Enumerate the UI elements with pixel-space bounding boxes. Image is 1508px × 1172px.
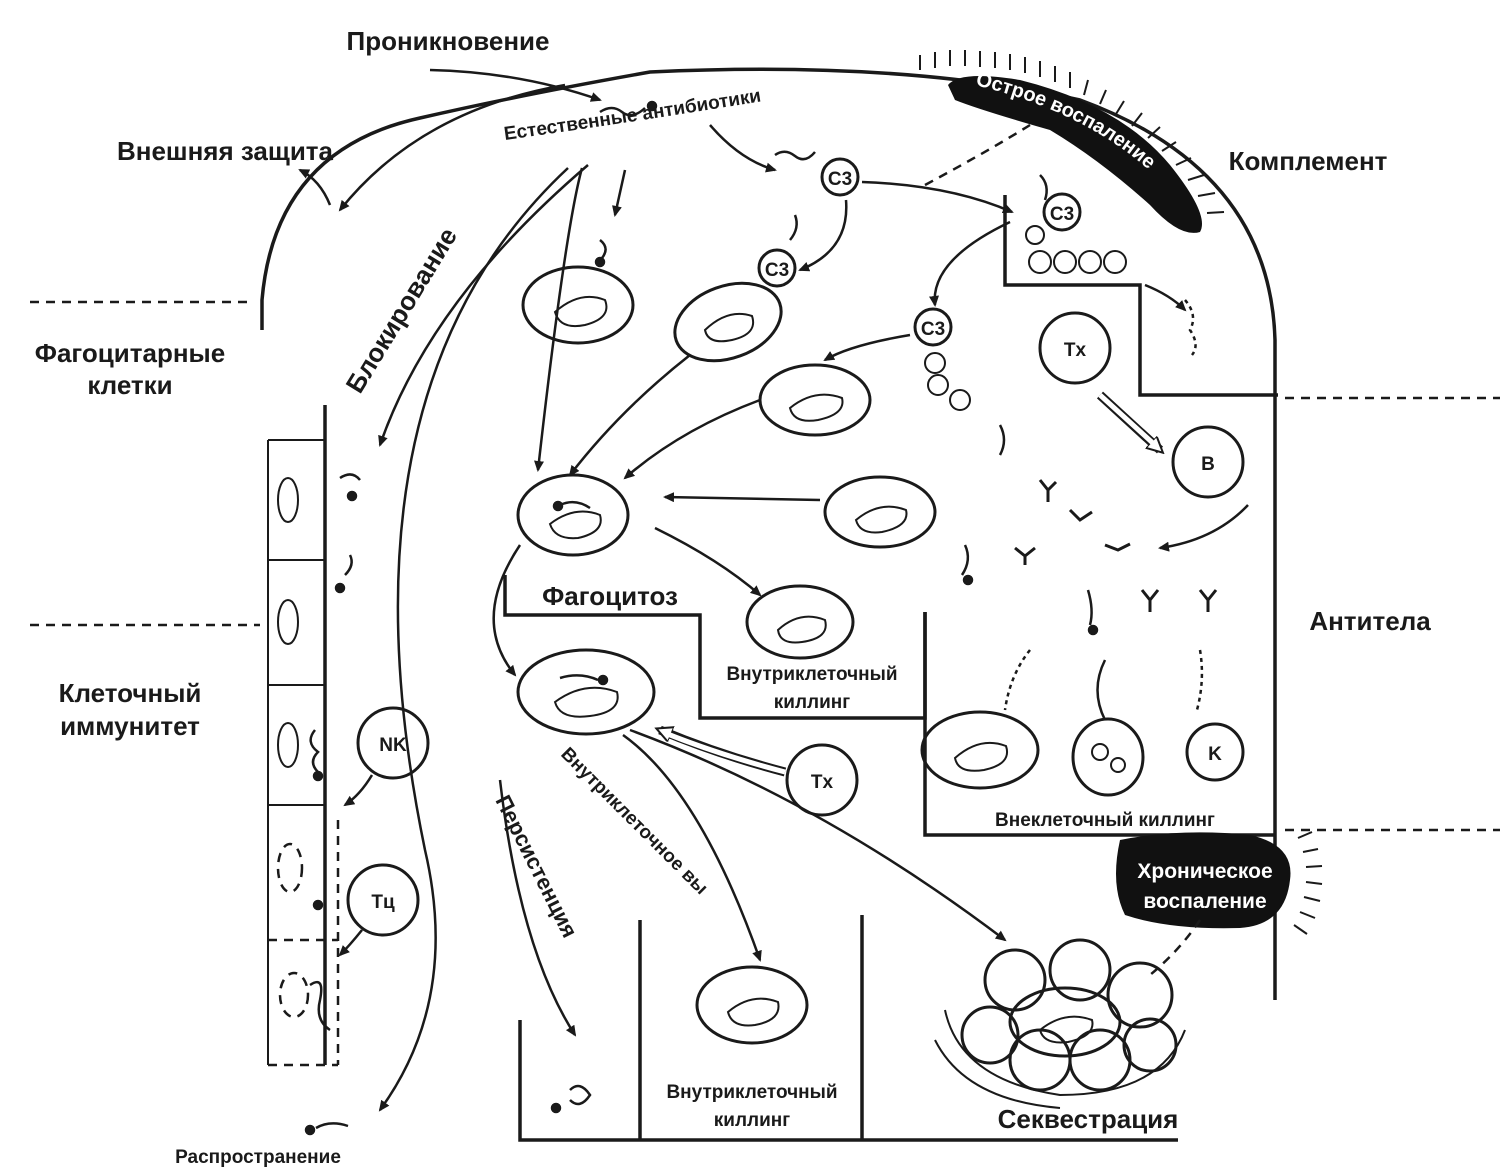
c3-label-a: C3 [828, 169, 852, 190]
svg-text:Внутриклеточное выживание: Внутриклеточное выживание [0, 0, 712, 899]
label-intracellular-killing-1a: Внутриклеточный [726, 664, 897, 685]
chronic-inflammation-label-2: воспаление [1143, 890, 1266, 913]
outer-wall [260, 67, 1277, 1000]
tc-cell-label: Tц [371, 892, 395, 913]
label-phagocytic-1: Фагоцитарные [35, 338, 225, 368]
chronic-hatching [1293, 831, 1323, 935]
label-cellular-immunity-2: иммунитет [60, 711, 200, 741]
chronic-inflammation-blob [1116, 832, 1291, 929]
lymphocyte-circles [346, 311, 1245, 937]
label-sequestration: Секвестрация [998, 1104, 1179, 1134]
svg-text:Естественные антибиотики: Естественные антибиотики [503, 85, 763, 145]
label-extracellular-killing: Внеклеточный киллинг [995, 810, 1215, 831]
chronic-inflammation-label-1: Хроническое [1137, 860, 1272, 883]
c3-molecules [757, 157, 1127, 411]
label-penetration: Проникновение [347, 26, 550, 56]
b-cell-label: B [1201, 454, 1215, 475]
label-phagocytosis: Фагоцитоз [542, 581, 678, 611]
label-blocking: Блокирование [340, 222, 464, 398]
th-label-top: Tx [1064, 340, 1087, 361]
k-cell-label: K [1208, 744, 1222, 765]
level-separators [30, 300, 1500, 832]
label-cellular-immunity-1: Клеточный [59, 678, 202, 708]
left-cell-strip [267, 405, 340, 1067]
bacteria-marks [304, 100, 1204, 1136]
label-phagocytic-2: клетки [87, 370, 172, 400]
label-antibodies: Антитела [1309, 606, 1431, 636]
phagocyte-cells [516, 265, 1145, 1045]
nk-cell-label: NK [379, 735, 407, 756]
label-intracellular-survival: Внутриклеточное выживание [0, 0, 712, 899]
bottom-compartments [518, 915, 1178, 1142]
complement-box [1003, 195, 1278, 397]
label-spread: Распространение [175, 1147, 341, 1168]
c3-label-d: C3 [921, 319, 945, 340]
svg-text:Блокирование: Блокирование [340, 222, 464, 398]
label-natural-antibiotics: Естественные антибиотики [503, 85, 763, 145]
acute-hatching [919, 50, 1225, 214]
antibody-marks [1014, 479, 1218, 612]
acute-inflammation-blob [948, 76, 1202, 233]
flow-arrows [298, 68, 1249, 1112]
label-intracellular-killing-2a: Внутриклеточный [666, 1082, 837, 1103]
svg-text:Персистенция: Персистенция [491, 791, 583, 942]
c3-label-c: C3 [1050, 204, 1074, 225]
c3-label-b: C3 [765, 260, 789, 281]
label-external-defense: Внешняя защита [117, 136, 334, 166]
th-label-bottom: Tx [811, 772, 834, 793]
label-complement: Комплемент [1229, 146, 1388, 176]
label-intracellular-killing-1b: киллинг [774, 692, 850, 713]
sequestration-cluster [934, 938, 1186, 1109]
label-persistence: Персистенция [491, 791, 583, 942]
label-intracellular-killing-2b: киллинг [714, 1110, 790, 1131]
